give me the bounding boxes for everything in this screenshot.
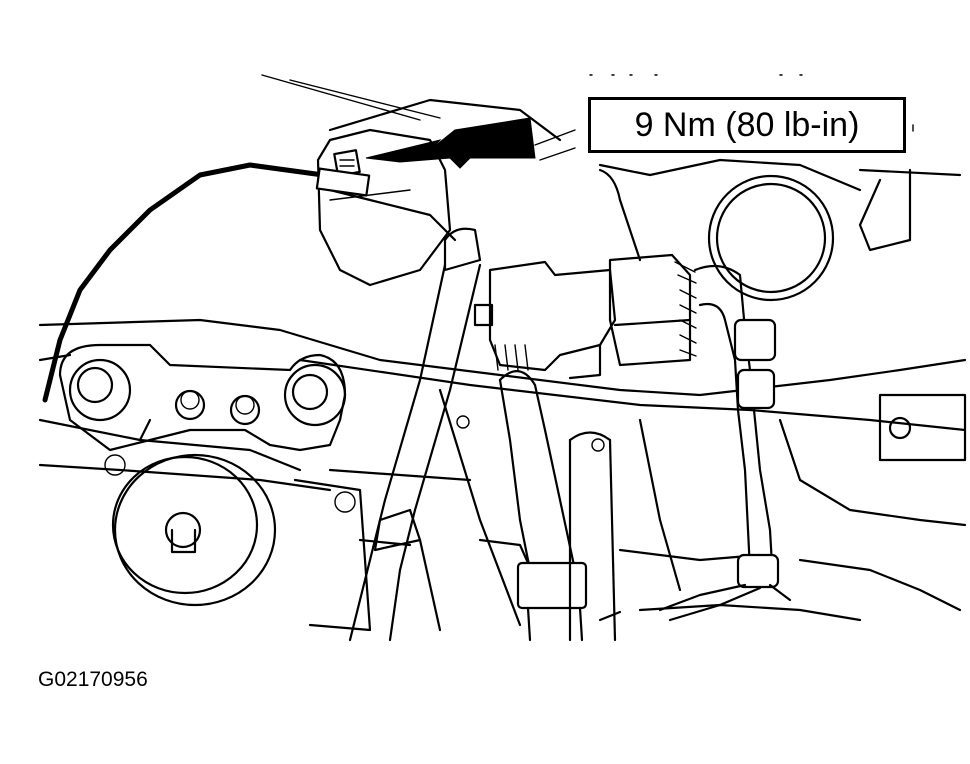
lower-hose xyxy=(456,370,617,642)
background-structure xyxy=(38,74,967,632)
reservoir-bracket xyxy=(316,128,452,287)
engine-mount-bracket xyxy=(58,343,347,452)
ground-bolt xyxy=(315,149,371,197)
torque-arrows xyxy=(365,117,576,169)
wire-harness-right xyxy=(658,174,835,622)
vertical-hose xyxy=(348,168,642,642)
pulley xyxy=(104,453,356,607)
torque-callout: 9 Nm (80 lb-in) xyxy=(588,97,906,153)
figure-id: G02170956 xyxy=(38,668,148,691)
torque-value: 9 Nm (80 lb-in) xyxy=(634,105,860,144)
ground-wire xyxy=(42,162,457,403)
electrical-connector xyxy=(473,253,697,380)
